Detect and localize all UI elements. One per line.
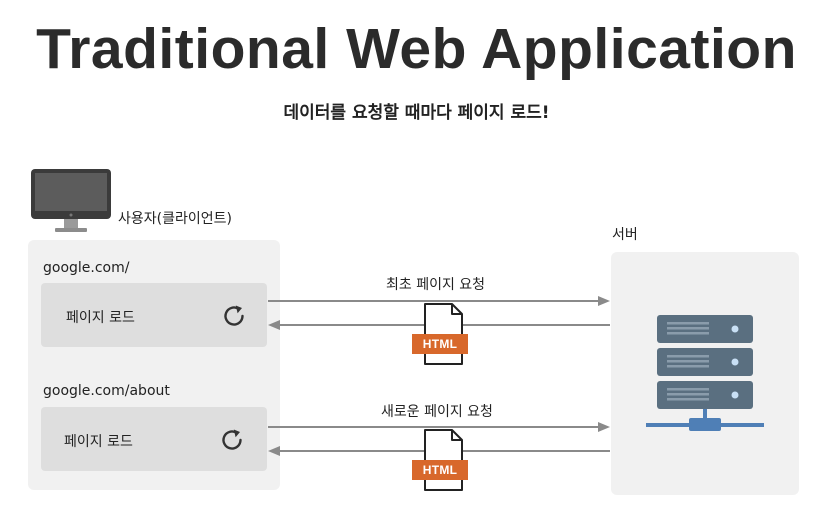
page-url: google.com/ (43, 260, 130, 276)
page-load-label: 페이지 로드 (66, 310, 135, 326)
server-icon (646, 315, 764, 431)
request-label: 새로운 페이지 요청 (381, 404, 493, 420)
html-tag: HTML (412, 460, 468, 480)
diagram-subtitle: 데이터를 요청할 때마다 페이지 로드! (283, 103, 550, 123)
arrowhead (598, 422, 610, 432)
html-document-icon: HTML (412, 428, 474, 494)
page-url: google.com/about (43, 383, 170, 399)
html-tag: HTML (412, 334, 468, 354)
page-load-box (41, 283, 267, 347)
server-label: 서버 (612, 227, 638, 243)
html-document-icon: HTML (412, 302, 474, 368)
request-label: 최초 페이지 요청 (386, 277, 486, 293)
diagram-title: Traditional Web Application (36, 17, 797, 81)
page-load-label: 페이지 로드 (64, 434, 133, 450)
client-label: 사용자(클라이언트) (118, 211, 232, 227)
reload-icon (224, 305, 244, 326)
page-load-box (41, 407, 267, 471)
reload-icon (222, 429, 242, 450)
monitor-icon (31, 169, 111, 232)
arrowhead (598, 296, 610, 306)
